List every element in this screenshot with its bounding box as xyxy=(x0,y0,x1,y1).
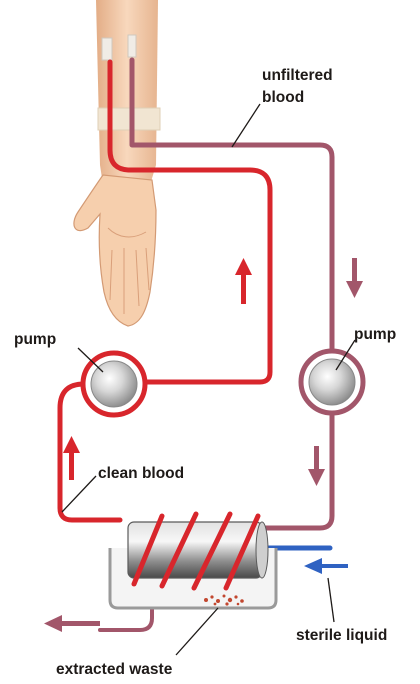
label-unfiltered-blood-2: blood xyxy=(262,89,304,106)
arrow-up-clean-upper xyxy=(235,258,252,304)
arrow-up-clean-lower xyxy=(63,436,80,480)
arrow-left-sterile xyxy=(304,558,348,574)
label-pump-right: pump xyxy=(354,326,396,343)
needle-right xyxy=(128,35,136,57)
dialyzer xyxy=(110,514,276,608)
label-unfiltered-blood-1: unfiltered xyxy=(262,67,333,84)
label-extracted-waste: extracted waste xyxy=(56,661,173,678)
label-clean-blood: clean blood xyxy=(98,465,184,482)
pump-right xyxy=(301,351,363,413)
label-pump-left: pump xyxy=(14,331,56,348)
needle-left xyxy=(102,38,112,60)
label-sterile-liquid: sterile liquid xyxy=(296,627,387,644)
leader-sterile xyxy=(328,578,334,622)
leader-unfiltered xyxy=(232,104,260,147)
leader-clean-blood xyxy=(62,476,96,512)
arm-hand xyxy=(74,0,160,326)
arrow-left-waste xyxy=(44,615,100,632)
tape xyxy=(98,108,160,130)
arrow-down-unfiltered-lower xyxy=(308,446,325,486)
arrow-down-unfiltered-upper xyxy=(346,258,363,298)
leader-waste xyxy=(176,608,218,655)
